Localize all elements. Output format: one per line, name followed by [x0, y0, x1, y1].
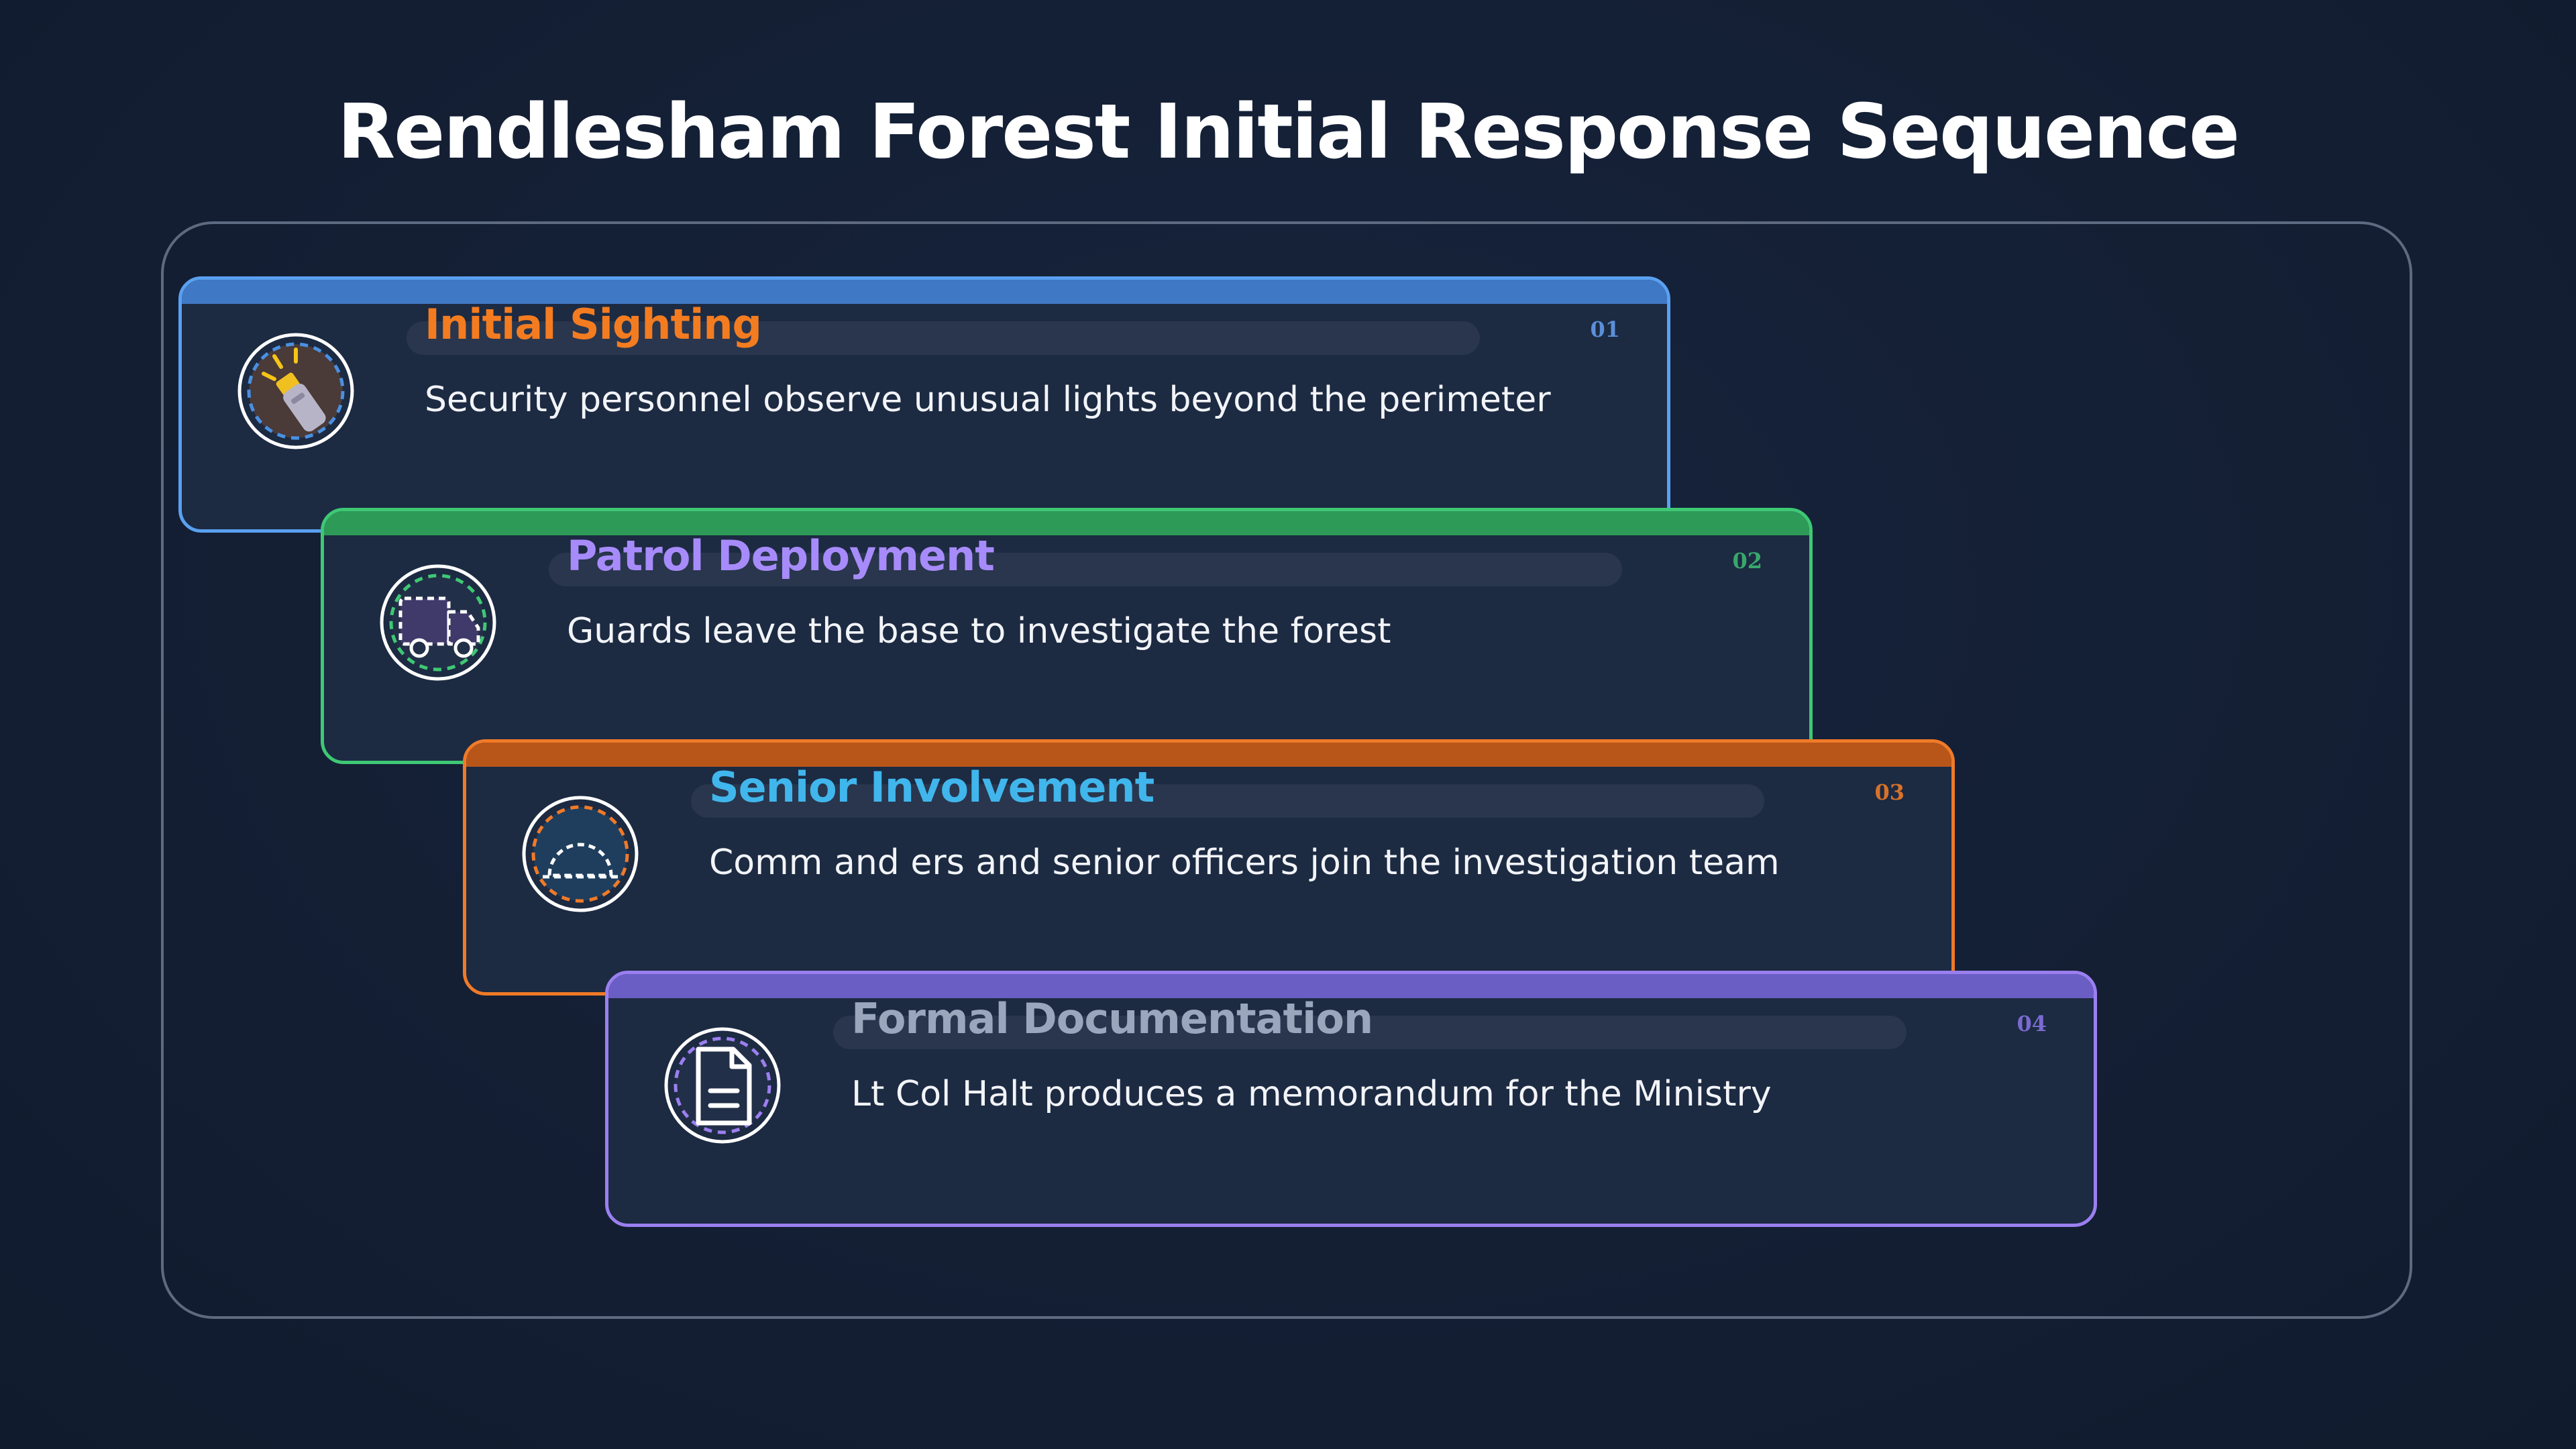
step-title-track [407, 321, 1480, 355]
step-number: 04 [2017, 1011, 2047, 1036]
step-title-track [549, 553, 1622, 586]
step-title: Senior Involvement [709, 763, 1155, 812]
step-card-initial-sighting: Initial Sighting 01 Security personnel o… [178, 276, 1670, 533]
step-description: Lt Col Halt produces a memorandum for th… [851, 1074, 1772, 1114]
step-title: Patrol Deployment [567, 531, 995, 580]
step-description: Guards leave the base to investigate the… [567, 611, 1391, 651]
truck-icon [379, 564, 497, 682]
step-title: Formal Documentation [851, 994, 1373, 1043]
step-card-formal-documentation: Formal Documentation 04 Lt Col Halt prod… [605, 971, 2097, 1227]
document-icon [663, 1026, 782, 1144]
page-title: Rendlesham Forest Initial Response Seque… [337, 89, 2240, 176]
step-number: 02 [1732, 548, 1762, 574]
step-number: 03 [1874, 780, 1904, 805]
step-card-accent-bar [324, 511, 1809, 535]
step-title: Initial Sighting [425, 300, 762, 349]
step-card-accent-bar [182, 280, 1667, 304]
step-description: Comm and ers and senior officers join th… [709, 843, 1780, 883]
helmet-icon [521, 795, 639, 913]
flashlight-icon [237, 332, 355, 450]
step-card-accent-bar [608, 974, 2094, 998]
step-title-track [833, 1016, 1907, 1049]
step-card-senior-involvement: Senior Involvement 03 Comm and ers and s… [463, 739, 1955, 996]
step-number: 01 [1590, 317, 1620, 342]
step-card-accent-bar [466, 743, 1951, 767]
step-title-track [691, 784, 1764, 818]
step-description: Security personnel observe unusual light… [425, 380, 1551, 420]
diagram-frame [161, 221, 2412, 1319]
step-card-patrol-deployment: Patrol Deployment 02 Guards leave the ba… [321, 508, 1813, 764]
